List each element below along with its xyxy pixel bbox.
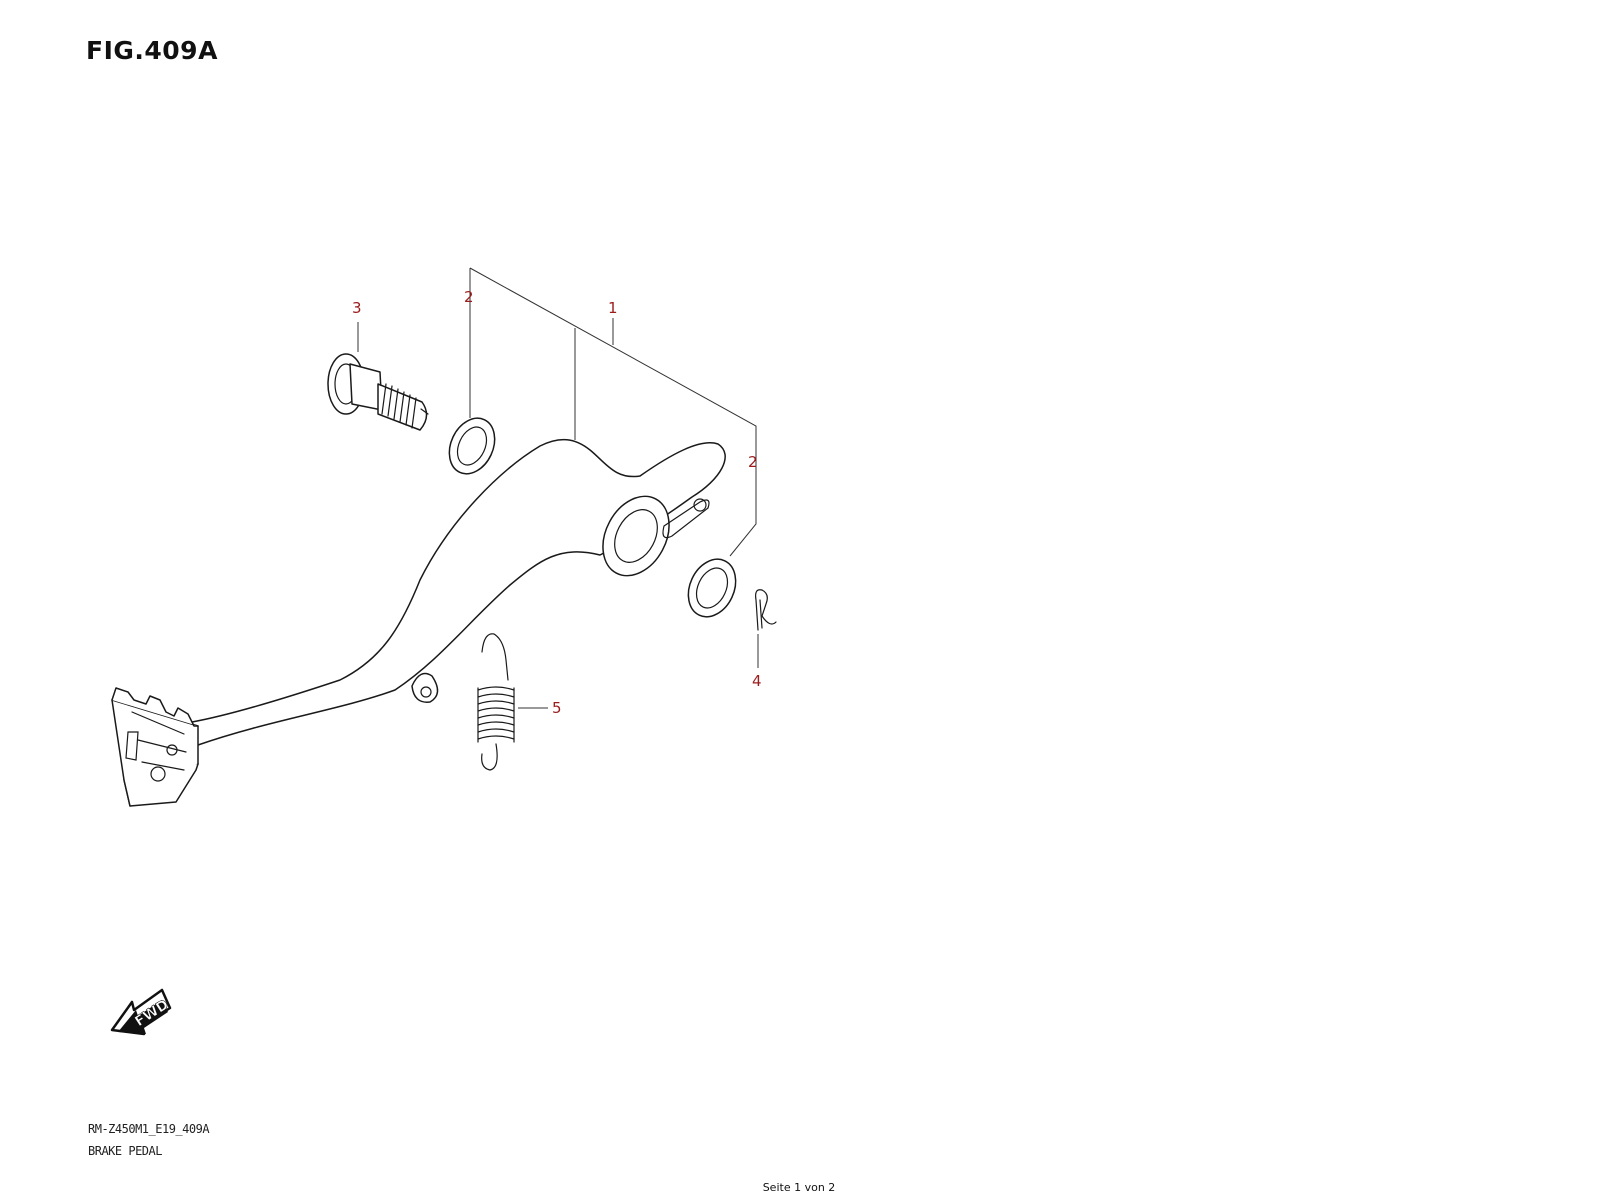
diagram-name: BRAKE PEDAL	[88, 1144, 162, 1158]
callout-4: 4	[752, 672, 762, 690]
washer-lower	[687, 558, 737, 618]
pivot-bolt	[327, 353, 429, 431]
callouts: 1 2 2 3 4 5	[352, 288, 762, 717]
return-spring	[477, 633, 515, 771]
diagram-code: RM-Z450M1_E19_409A	[88, 1122, 210, 1136]
callout-2-upper: 2	[464, 288, 474, 306]
fwd-arrow-icon: FWD	[110, 988, 172, 1036]
leader-lines	[357, 267, 759, 709]
washer-upper	[448, 417, 496, 475]
callout-1: 1	[608, 299, 618, 317]
cotter-pin	[755, 589, 777, 631]
page-info: Seite 1 von 2	[762, 1181, 836, 1194]
callout-2-lower: 2	[748, 453, 758, 471]
brake-pedal	[111, 438, 726, 807]
callout-3: 3	[352, 299, 362, 317]
figure-title: FIG.409A	[86, 36, 218, 65]
callout-5: 5	[552, 699, 562, 717]
